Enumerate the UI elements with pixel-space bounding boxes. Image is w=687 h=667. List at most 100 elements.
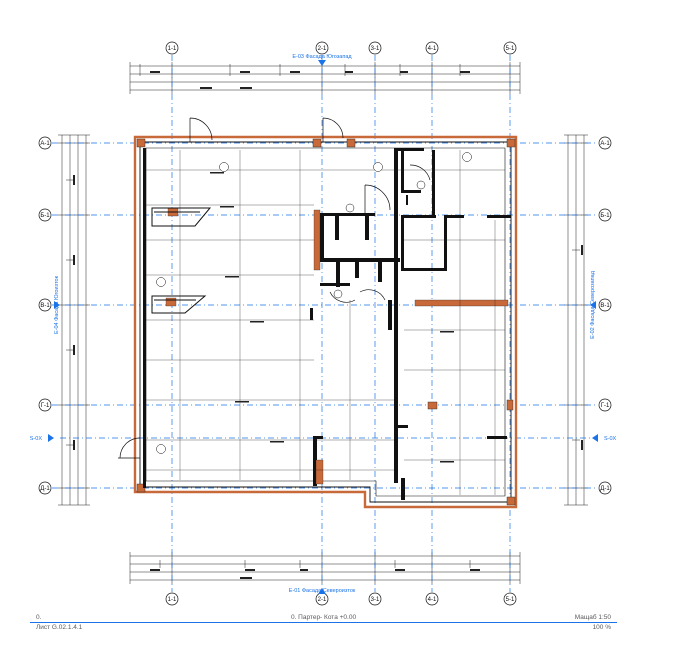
section-label-left: S-0X — [30, 436, 43, 442]
room-tag — [156, 444, 166, 454]
door-swing — [118, 437, 141, 459]
grid-bubble — [38, 398, 52, 412]
grid-bubbles-top — [165, 41, 517, 55]
room-tag — [345, 203, 355, 213]
grid-axis-label: А-1 — [40, 141, 50, 147]
grid-axis-label: 3-1 — [371, 46, 380, 52]
grid-bubble — [425, 592, 439, 606]
vertical-grid-lines — [171, 55, 511, 592]
wall — [444, 215, 464, 218]
grid-axis-label: 2-1 — [318, 46, 327, 52]
wall — [143, 148, 146, 488]
grid-bubble — [165, 592, 179, 606]
door-swing — [364, 184, 391, 213]
grid-bubble — [38, 208, 52, 222]
grid-axis-label: 5-1 — [506, 46, 515, 52]
top-dimension-lines — [129, 62, 521, 94]
elevation-label-bottom: Е-01 Фасада Североизток — [289, 588, 356, 594]
grid-bubble — [368, 41, 382, 55]
wall — [365, 215, 369, 240]
column — [506, 399, 514, 411]
wall — [313, 436, 317, 486]
grid-bubble — [315, 41, 329, 55]
grid-axis-label: Б-1 — [600, 213, 610, 219]
grid-labels-top: 1-1 2-1 3-1 4-1 5-1 — [168, 46, 515, 52]
grid-labels-right: А-1 Б-1 В-1 Г-1 Д-1 — [600, 141, 610, 492]
grid-bubble — [38, 481, 52, 495]
grid-bubble — [38, 298, 52, 312]
elevation-label-left: Е-04 Фасада Югоизток — [54, 275, 60, 334]
wall — [313, 436, 323, 439]
wall — [394, 148, 424, 151]
wall — [320, 283, 350, 286]
wall — [388, 300, 392, 330]
grid-axis-label: 5-1 — [506, 597, 515, 603]
grid-axis-label: 4-1 — [428, 597, 437, 603]
section-arrow-left — [48, 434, 54, 442]
wall — [487, 215, 511, 218]
sheet-number: Лист G.02.1.4.1 — [36, 624, 83, 631]
wall — [432, 150, 435, 215]
grid-bubble — [38, 136, 52, 150]
drawing-scale: Мащаб 1:50 — [574, 614, 611, 621]
grid-axis-label: Д-1 — [600, 486, 610, 492]
grid-axis-label: А-1 — [600, 141, 610, 147]
sheet-prefix: 0. — [36, 614, 42, 621]
wall — [444, 215, 447, 270]
wall — [401, 478, 405, 500]
grid-bubble — [165, 41, 179, 55]
structural-columns — [136, 138, 516, 506]
elevation-arrow-right — [590, 301, 596, 309]
elevation-arrow-bottom — [318, 588, 326, 594]
grid-axis-label: В-1 — [40, 303, 50, 309]
column — [312, 138, 322, 148]
door-swing — [322, 117, 344, 142]
exterior-walls — [133, 135, 518, 509]
brick-wall — [414, 299, 509, 307]
grid-axis-label: Д-1 — [40, 486, 50, 492]
grid-axis-label: 4-1 — [428, 46, 437, 52]
wall — [320, 213, 375, 216]
grid-bubble — [425, 41, 439, 55]
grid-axis-label: Г-1 — [601, 403, 610, 409]
zoom-level: 100 % — [592, 624, 611, 631]
left-dimension-lines — [58, 134, 90, 506]
window — [151, 295, 207, 314]
wall — [401, 190, 421, 193]
column — [427, 401, 438, 410]
room-tag — [333, 289, 343, 299]
title-block: 0. Лист G.02.1.4.1 0. Партер- Кота +0.00… — [30, 614, 617, 638]
grid-bubble — [368, 592, 382, 606]
grid-bubbles-bottom — [165, 592, 517, 606]
column — [506, 496, 516, 506]
room-tag — [156, 277, 166, 287]
grid-axis-label: 2-1 — [318, 597, 327, 603]
grid-axis-label: 3-1 — [371, 597, 380, 603]
room-tag — [462, 152, 472, 162]
wall — [335, 215, 339, 240]
grid-bubble — [598, 398, 612, 412]
brick-wall — [165, 297, 177, 307]
grid-bubble — [503, 592, 517, 606]
elevation-label-top: Е-03 Фасада Югозапад — [292, 54, 352, 60]
wall — [401, 268, 447, 271]
door-swing — [329, 291, 356, 303]
door-swing — [359, 289, 386, 301]
column — [136, 138, 146, 148]
wall — [378, 262, 382, 282]
dimension-ticks — [73, 71, 583, 579]
grid-axis-label: 1-1 — [168, 46, 177, 52]
section-label-right: S-0X — [604, 436, 617, 442]
wall — [401, 215, 436, 218]
elevation-arrow-top — [318, 60, 326, 66]
wall — [355, 258, 359, 278]
wall — [394, 425, 408, 428]
grid-labels-bottom: 1-1 2-1 3-1 4-1 5-1 — [168, 597, 515, 603]
room-tag — [373, 162, 383, 172]
wall — [310, 308, 313, 320]
grid-bubbles-left — [38, 136, 52, 495]
window — [151, 207, 212, 227]
grid-bubble — [598, 208, 612, 222]
elevation-label-right: Е-02 Фасада Северозапад — [590, 270, 596, 339]
grid-labels-left: А-1 Б-1 В-1 Г-1 Д-1 — [40, 141, 50, 492]
